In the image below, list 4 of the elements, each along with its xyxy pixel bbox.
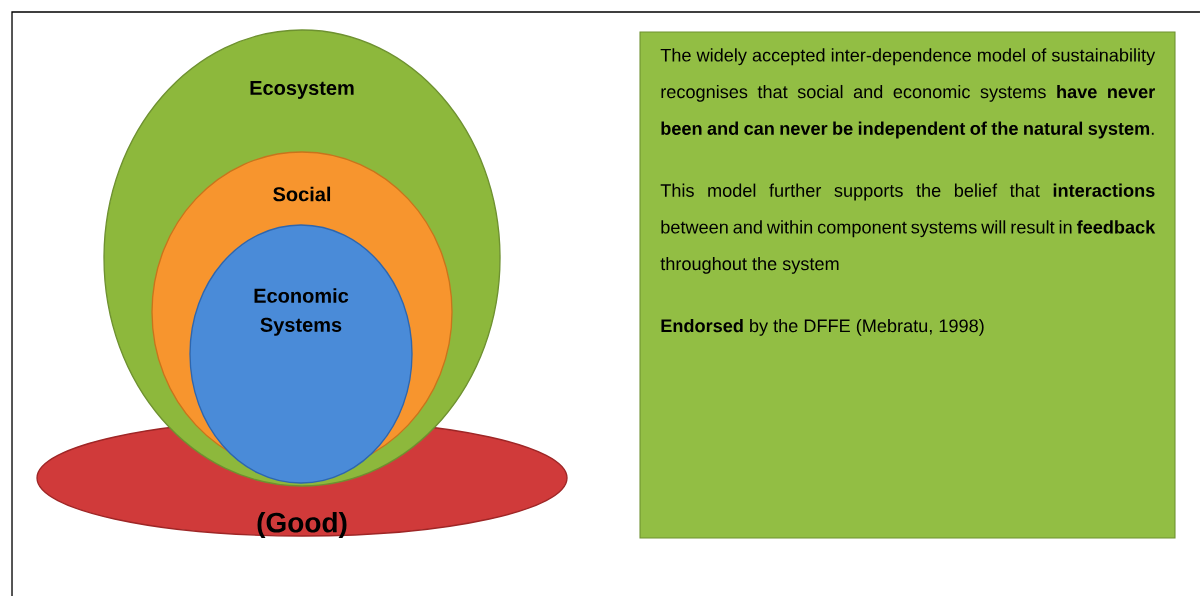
text-box	[639, 31, 1176, 539]
paragraph: The widely accepted inter-dependence model of sustainability recognises that social and economic systems have never been and can never be independent of the natural system.	[660, 48, 1156, 139]
paragraph: This model further supports the belief that interactions between and within component systems will result in feedback throughout the system	[660, 183, 1156, 274]
paragraph: Endorsed by the DFFE (Mebratu, 1998)	[661, 318, 984, 336]
